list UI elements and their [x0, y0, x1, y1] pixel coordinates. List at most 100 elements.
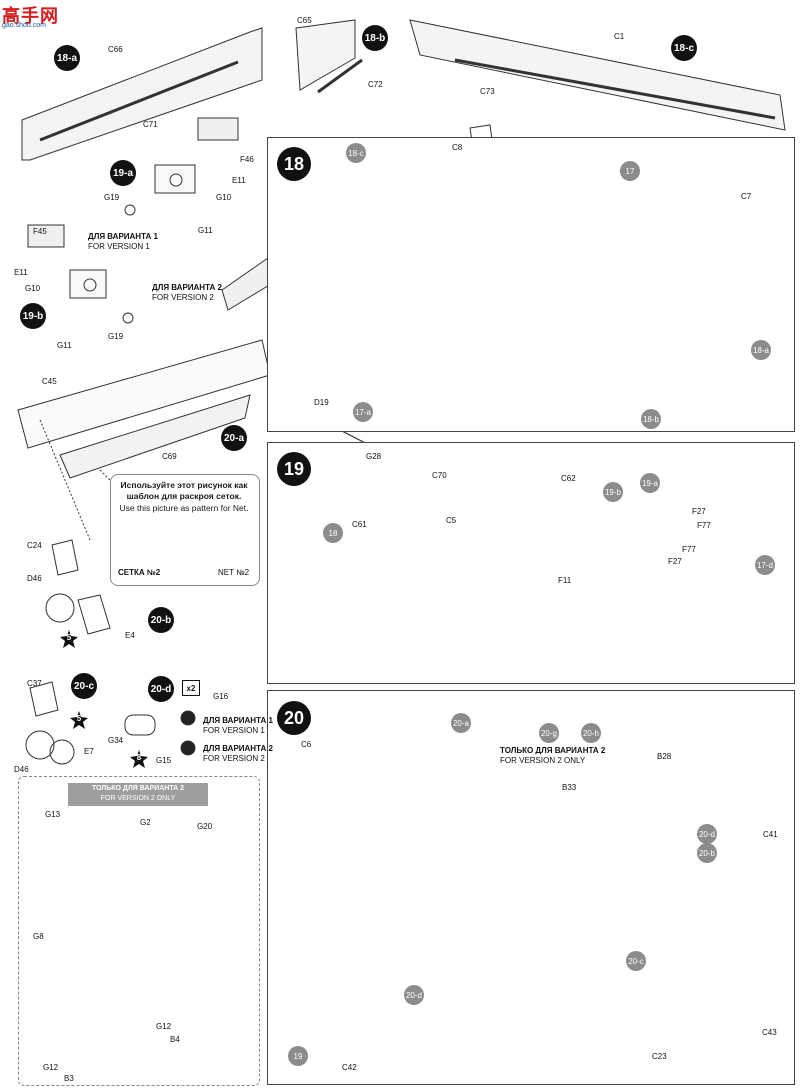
- side-skirt-18a: [21, 27, 263, 161]
- part-g13: G13: [45, 810, 61, 819]
- star-marker-8: 8: [130, 750, 148, 768]
- badge-20b: 20-b: [148, 607, 174, 633]
- badge-19b: 19-b: [20, 303, 46, 329]
- part-g28: G28: [366, 452, 382, 461]
- version2-en-19: FOR VERSION 2: [152, 293, 214, 302]
- side-skirt-18c: [409, 19, 786, 131]
- part-c45: C45: [42, 377, 57, 386]
- part-g12-b: G12: [43, 1063, 59, 1072]
- logo-title: 高手网: [2, 6, 59, 26]
- badge-20c: 20-c: [71, 673, 97, 699]
- part-c1: C1: [614, 32, 625, 41]
- part-f46: F46: [240, 155, 254, 164]
- part-c69: C69: [162, 452, 177, 461]
- part-g34: G34: [108, 736, 124, 745]
- part-b28: B28: [657, 752, 672, 761]
- part-g11-b: G11: [57, 341, 72, 350]
- part-e7: E7: [84, 747, 94, 756]
- only-version2-panel: [18, 776, 260, 1086]
- part-c73: C73: [480, 87, 495, 96]
- version1-en-20d: FOR VERSION 1: [203, 726, 265, 735]
- badge-20d: 20-d: [148, 676, 174, 702]
- part-c23: C23: [652, 1052, 667, 1061]
- part-f11: F11: [558, 576, 572, 585]
- part-c8: C8: [452, 143, 463, 152]
- part-c62: C62: [561, 474, 576, 483]
- part-g8: G8: [33, 932, 44, 941]
- part-g16: G16: [213, 692, 229, 701]
- only-version2-en-20: FOR VERSION 2 ONLY: [500, 756, 586, 765]
- badge-18a: 18-a: [54, 45, 80, 71]
- only-version2-banner-en: FOR VERSION 2 ONLY: [100, 795, 176, 802]
- badge-20a: 20-a: [221, 425, 247, 451]
- ref-badge-19: 19: [288, 1046, 308, 1066]
- version1-ru-19: ДЛЯ ВАРИАНТА 1: [88, 232, 158, 241]
- version1-en-19: FOR VERSION 1: [88, 242, 150, 251]
- version2-en-20d: FOR VERSION 2: [203, 754, 265, 763]
- part-b4: B4: [170, 1035, 180, 1044]
- version2-ru-20d: ДЛЯ ВАРИАНТА 2: [203, 744, 273, 753]
- part-b33: B33: [562, 783, 577, 792]
- part-g19-b: G19: [108, 332, 124, 341]
- part-g19-a: G19: [104, 193, 120, 202]
- ref-badge-18: 18: [323, 523, 343, 543]
- net-note-panel: [110, 474, 260, 586]
- part-g15: G15: [156, 756, 172, 765]
- part-c5: C5: [446, 516, 457, 525]
- light-f46: [197, 117, 239, 141]
- part-g20: G20: [197, 822, 213, 831]
- part-c6: C6: [301, 740, 312, 749]
- part-c70: C70: [432, 471, 447, 480]
- part-f27-b: F27: [668, 557, 682, 566]
- only-version2-banner: ТОЛЬКО ДЛЯ ВАРИАНТА 2 FOR VERSION 2 ONLY: [68, 783, 208, 806]
- part-b3: B3: [64, 1074, 74, 1083]
- part-f77-b: F77: [682, 545, 696, 554]
- part-c37: C37: [27, 679, 42, 688]
- ref-badge-19b: 19-b: [603, 482, 623, 502]
- part-e4: E4: [125, 631, 135, 640]
- ref-badge-20h: 20-h: [581, 723, 601, 743]
- part-f45: F45: [33, 227, 47, 236]
- part-d46-b: D46: [14, 765, 29, 774]
- part-c24: C24: [27, 541, 42, 550]
- ref-badge-20d-a: 20-d: [697, 824, 717, 844]
- part-d46-a: D46: [27, 574, 42, 583]
- part-18b: [295, 19, 356, 91]
- badge-18c: 18-c: [671, 35, 697, 61]
- ref-badge-18c: 18-c: [346, 143, 366, 163]
- part-g12-a: G12: [156, 1022, 172, 1031]
- part-f77-a: F77: [697, 521, 711, 530]
- light-f45: [27, 224, 65, 248]
- logo-subtitle: gao.shou.com: [2, 22, 46, 29]
- badge-19a: 19-a: [110, 160, 136, 186]
- part-c41: C41: [763, 830, 778, 839]
- badge-18b: 18-b: [362, 25, 388, 51]
- part-e11-a: E11: [232, 176, 246, 185]
- part-c72: C72: [368, 80, 383, 89]
- step-number-18: 18: [277, 147, 311, 181]
- version2-ru-19: ДЛЯ ВАРИАНТА 2: [152, 283, 222, 292]
- ref-badge-17a: 17-a: [353, 402, 373, 422]
- part-e11-b: E11: [14, 268, 28, 277]
- net-label-en: NET №2: [218, 568, 250, 577]
- ref-badge-18b: 18-b: [641, 409, 661, 429]
- ref-badge-18a: 18-a: [751, 340, 771, 360]
- part-g10-b: G10: [25, 284, 41, 293]
- part-c7: C7: [741, 192, 752, 201]
- ref-badge-17d: 17-d: [755, 555, 775, 575]
- multiplier-20d: x2: [182, 680, 200, 696]
- part-g11-a: G11: [198, 226, 213, 235]
- net-note-en: Use this picture as pattern for Net.: [119, 503, 249, 513]
- ref-badge-20a: 20-a: [451, 713, 471, 733]
- step-number-20: 20: [277, 701, 311, 735]
- step-20-box: [267, 690, 795, 1085]
- part-d19: D19: [314, 398, 329, 407]
- ref-badge-20b: 20-b: [697, 843, 717, 863]
- only-version2-ru-20: ТОЛЬКО ДЛЯ ВАРИАНТА 2: [500, 746, 606, 755]
- ref-badge-19a: 19-a: [640, 473, 660, 493]
- site-logo: 高手网 gao.shou.com: [2, 2, 66, 32]
- part-f27-a: F27: [692, 507, 706, 516]
- ref-badge-20d-b: 20-d: [404, 985, 424, 1005]
- ref-badge-20g: 20-g: [539, 723, 559, 743]
- step-number-19: 19: [277, 452, 311, 486]
